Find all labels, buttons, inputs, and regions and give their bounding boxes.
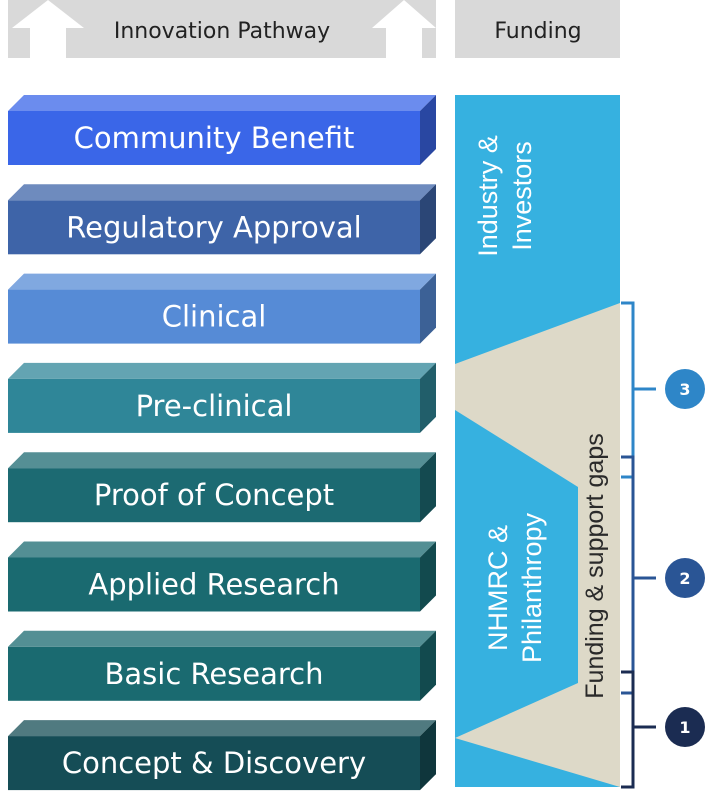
- step-side-face: [420, 630, 436, 701]
- gap-marker: 1: [665, 707, 705, 747]
- step-top-face: [8, 541, 436, 558]
- step-top-face: [8, 452, 436, 469]
- step-label: Community Benefit: [74, 121, 355, 155]
- step-side-face: [420, 362, 436, 433]
- up-arrow-left-icon: [12, 0, 84, 58]
- funding-column: Industry & Investors NHMRC & Philanthrop…: [455, 95, 620, 787]
- nhmrc-label-line2: Philanthropy: [517, 512, 547, 663]
- step-top-face: [8, 95, 436, 111]
- step-front-face: [8, 736, 420, 791]
- pathway-step: Clinical: [8, 273, 436, 344]
- step-top-face: [8, 273, 436, 290]
- gap-marker-circle: [665, 369, 705, 409]
- funding-gaps-label: Funding & support gaps: [581, 433, 609, 698]
- step-side-face: [420, 541, 436, 612]
- gap-marker-number: 3: [679, 380, 690, 399]
- step-front-face: [8, 200, 420, 255]
- pathway-step: Regulatory Approval: [8, 184, 436, 255]
- bracket-1: [621, 670, 656, 789]
- funding-header-label: Funding: [494, 19, 581, 44]
- step-label: Regulatory Approval: [66, 210, 361, 244]
- funding-gap-region: [455, 303, 620, 787]
- step-top-face: [8, 362, 436, 379]
- step-front-face: [8, 378, 420, 433]
- step-front-face: [8, 289, 420, 344]
- step-front-face: [8, 468, 420, 523]
- bracket-3: [621, 301, 656, 479]
- gap-marker: 3: [665, 369, 705, 409]
- step-top-face: [8, 630, 436, 647]
- pathway-step: Community Benefit: [8, 95, 436, 165]
- step-label: Applied Research: [88, 568, 339, 602]
- step-label: Proof of Concept: [94, 478, 334, 512]
- pathway-step: Basic Research: [8, 630, 436, 701]
- step-label: Concept & Discovery: [62, 746, 366, 780]
- bracket-2: [621, 455, 656, 695]
- step-label: Pre-clinical: [136, 389, 293, 423]
- step-front-face: [8, 557, 420, 612]
- industry-label-line1: Industry &: [473, 135, 503, 257]
- gap-marker-number: 2: [679, 569, 690, 588]
- step-side-face: [420, 184, 436, 255]
- industry-label-line2: Investors: [507, 141, 537, 251]
- step-side-face: [420, 273, 436, 344]
- pathway-step: Concept & Discovery: [8, 720, 436, 791]
- step-top-face: [8, 184, 436, 201]
- gap-brackets: [621, 301, 656, 789]
- step-side-face: [420, 95, 436, 165]
- pathway-header-label: Innovation Pathway: [114, 19, 330, 44]
- step-side-face: [420, 452, 436, 523]
- step-label: Clinical: [162, 300, 267, 334]
- step-front-face: [8, 111, 420, 165]
- nhmrc-label-line1: NHMRC &: [483, 525, 513, 651]
- funding-header-bar: [455, 0, 620, 58]
- up-arrow-right-icon: [372, 0, 436, 58]
- step-label: Basic Research: [104, 657, 323, 691]
- gap-marker-circle: [665, 707, 705, 747]
- step-front-face: [8, 646, 420, 701]
- gap-marker-circle: [665, 558, 705, 598]
- gap-marker-number: 1: [679, 718, 690, 737]
- step-side-face: [420, 720, 436, 791]
- pathway-step: Pre-clinical: [8, 362, 436, 433]
- pathway-header-bar: [8, 0, 436, 58]
- gap-markers: 3 2 1: [665, 369, 705, 747]
- gap-marker: 2: [665, 558, 705, 598]
- step-top-face: [8, 720, 436, 737]
- pathway-step: Proof of Concept: [8, 452, 436, 523]
- pathway-step: Applied Research: [8, 541, 436, 612]
